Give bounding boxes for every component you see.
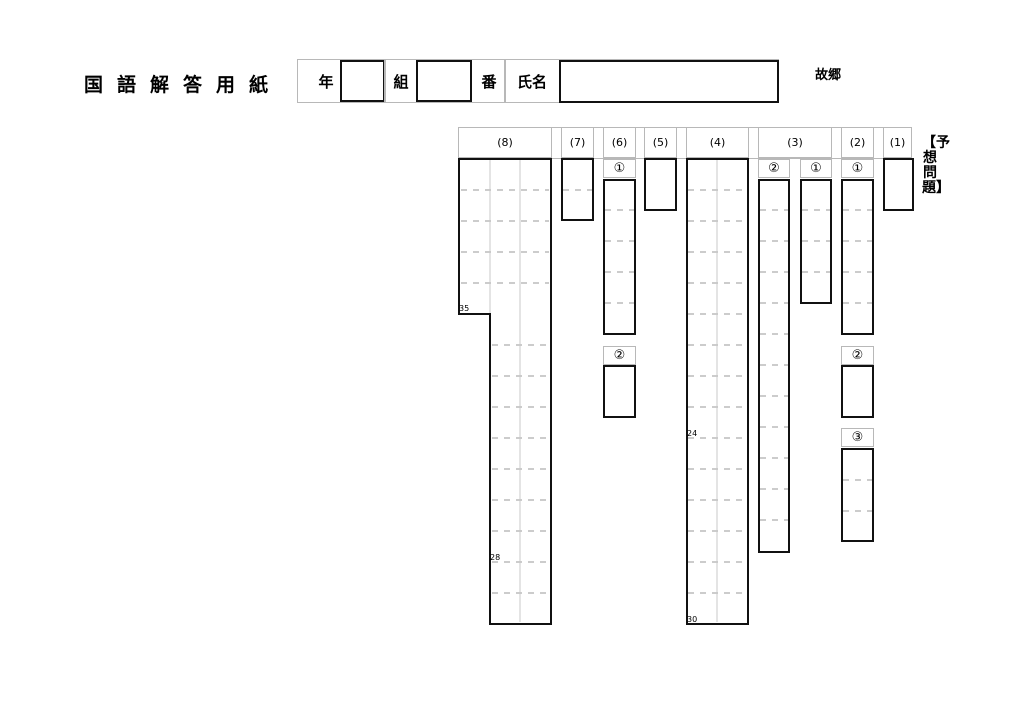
char-count-q4-lower: 30 (687, 615, 698, 624)
answer-box-7[interactable] (561, 158, 594, 221)
question-label-4: (4) (686, 127, 749, 158)
question-label-3: (3) (758, 127, 832, 158)
answer-box-3-2[interactable] (758, 179, 790, 553)
sub-label-3-1: ① (800, 159, 832, 178)
char-count-q8-lower: 28 (490, 553, 501, 562)
page-title: 国語解答用紙 (84, 74, 283, 96)
question-label-7: (7) (561, 127, 594, 158)
answer-box-2-2[interactable] (841, 365, 874, 418)
class-field[interactable] (416, 60, 472, 102)
question-label-2: (2) (841, 127, 874, 158)
sub-label-2-3: ③ (841, 428, 874, 447)
answer-box-1[interactable] (883, 158, 914, 211)
answer-box-5[interactable] (644, 158, 677, 211)
sub-label-6-1: ① (603, 159, 636, 178)
char-count-q8-upper: 35 (459, 304, 470, 313)
answer-box-4[interactable] (686, 158, 749, 625)
question-label-5: (5) (644, 127, 677, 158)
header-divider (504, 59, 506, 103)
answer-box-2-1[interactable] (841, 179, 874, 335)
year-label: 年 (318, 72, 334, 91)
question-label-1: (1) (883, 127, 912, 158)
section-label: 【予想問題】 (922, 135, 950, 196)
name-field[interactable] (559, 60, 779, 103)
answer-box-3-1[interactable] (800, 179, 832, 304)
question-label-6: (6) (603, 127, 636, 158)
answer-box-2-3[interactable] (841, 448, 874, 542)
sub-label-2-1: ① (841, 159, 874, 178)
class-label: 組 (393, 72, 409, 91)
name-label: 氏名 (516, 72, 547, 91)
char-count-q4-upper: 24 (687, 429, 698, 438)
header-divider (384, 59, 386, 103)
question-label-8: (8) (458, 127, 552, 158)
topic-title: 故郷 (815, 68, 842, 83)
answer-box-8 (458, 158, 552, 625)
number-label: 番 (481, 72, 497, 91)
answer-box-6-2[interactable] (603, 365, 636, 418)
sub-label-2-2: ② (841, 346, 874, 365)
sub-label-6-2: ② (603, 346, 636, 365)
answer-box-6-1[interactable] (603, 179, 636, 335)
sub-label-3-2: ② (758, 159, 790, 178)
